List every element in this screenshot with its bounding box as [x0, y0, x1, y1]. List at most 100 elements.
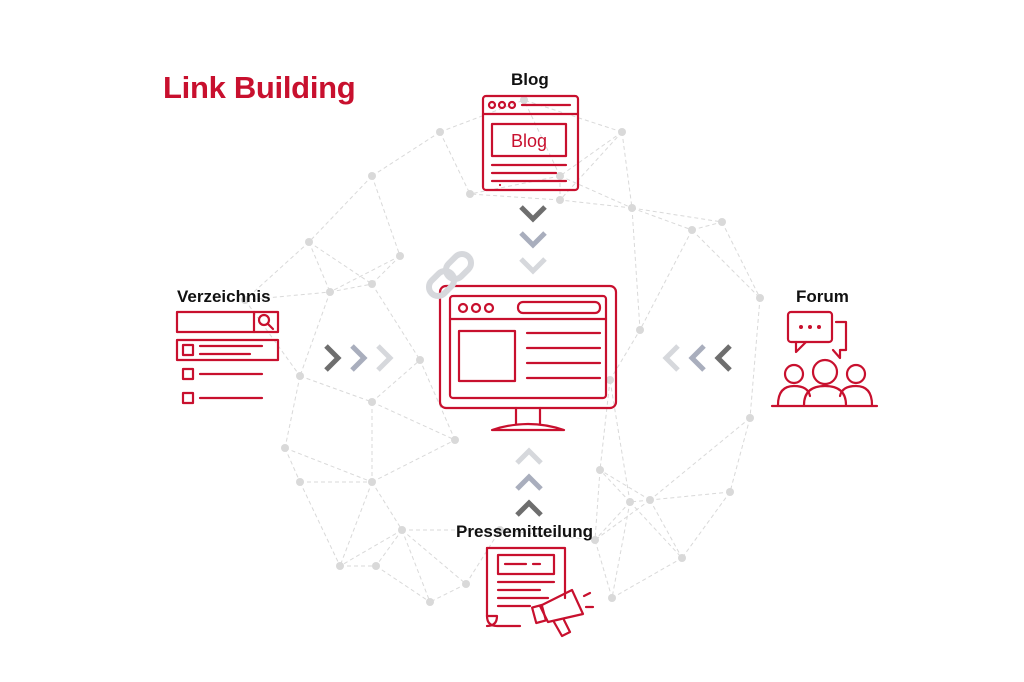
network-node	[726, 488, 734, 496]
network-node	[396, 252, 404, 260]
network-node	[426, 598, 434, 606]
network-edge	[594, 501, 631, 541]
network-node	[241, 296, 249, 304]
network-node	[466, 190, 474, 198]
network-node	[372, 562, 380, 570]
arrow-forum-to-center	[662, 344, 732, 372]
network-node	[678, 554, 686, 562]
network-edge	[559, 131, 623, 177]
network-edge	[594, 469, 601, 541]
network-edge	[329, 255, 401, 293]
network-node	[746, 414, 754, 422]
network-edge	[465, 529, 501, 585]
arrow-verzeichnis-to-center	[324, 344, 394, 372]
blog-badge-text: Blog	[511, 131, 547, 151]
network-node	[416, 356, 424, 364]
network-edge	[559, 131, 623, 201]
network-edge	[691, 229, 761, 299]
network-edge	[611, 501, 631, 599]
network-node	[336, 562, 344, 570]
network-node	[451, 436, 459, 444]
network-node	[636, 326, 644, 334]
network-node	[368, 478, 376, 486]
network-node	[496, 526, 504, 534]
network-edge	[691, 221, 723, 231]
network-edge	[729, 417, 751, 493]
network-edge	[629, 501, 683, 559]
network-edge	[559, 199, 633, 209]
network-node	[618, 128, 626, 136]
network-edge	[631, 207, 693, 231]
network-edge	[469, 193, 561, 201]
network-node	[718, 218, 726, 226]
network-edge	[299, 291, 331, 377]
arrow-blog-to-center	[519, 205, 547, 275]
network-edge	[308, 241, 373, 285]
network-edge	[594, 499, 651, 541]
network-edge	[599, 379, 611, 471]
network-node	[436, 128, 444, 136]
directory-list-icon	[175, 310, 280, 405]
blog-label: Blog	[511, 70, 549, 89]
network-edge	[639, 229, 693, 331]
network-edge	[329, 283, 373, 293]
network-edge	[439, 131, 471, 195]
network-node	[326, 288, 334, 296]
network-node	[368, 280, 376, 288]
network-node	[296, 478, 304, 486]
verzeichnis-label: Verzeichnis	[177, 287, 271, 306]
network-node	[556, 196, 564, 204]
network-edge	[339, 529, 403, 567]
network-edge	[371, 439, 456, 483]
network-edge	[371, 401, 456, 441]
network-edge	[631, 207, 723, 223]
network-edge	[371, 175, 401, 257]
network-edge	[599, 469, 651, 501]
network-edge	[749, 297, 761, 419]
network-edge	[523, 99, 561, 177]
blog-browser-icon: Blog	[481, 94, 580, 192]
network-edge	[371, 359, 421, 403]
network-edge	[631, 207, 641, 331]
network-edge	[308, 241, 331, 293]
network-node	[596, 466, 604, 474]
forum-people-icon	[770, 310, 879, 408]
network-edge	[339, 481, 373, 567]
network-edge	[469, 175, 561, 195]
network-node	[606, 376, 614, 384]
network-edge	[499, 529, 596, 541]
page-title: Link Building	[163, 70, 356, 105]
network-node	[628, 204, 636, 212]
network-edge	[375, 529, 403, 567]
network-edge	[299, 375, 373, 403]
network-edge	[649, 417, 751, 501]
network-edge	[721, 221, 761, 299]
network-node	[520, 96, 528, 104]
website-monitor-icon	[438, 284, 618, 432]
network-node	[591, 536, 599, 544]
network-edge	[308, 175, 373, 243]
network-node	[646, 496, 654, 504]
network-node	[608, 594, 616, 602]
network-edge	[244, 291, 331, 301]
network-node	[305, 238, 313, 246]
press-release-megaphone-icon	[485, 546, 595, 638]
network-edge	[284, 447, 373, 483]
network-node	[462, 580, 470, 588]
network-edge	[559, 175, 633, 209]
network-node	[281, 444, 289, 452]
network-node	[398, 526, 406, 534]
arrow-press-to-center	[515, 447, 543, 517]
network-edge	[649, 491, 731, 501]
network-node	[688, 226, 696, 234]
network-edge	[284, 447, 301, 483]
network-node	[756, 294, 764, 302]
network-edge	[401, 529, 431, 603]
network-node	[556, 172, 564, 180]
pressemitteilung-label: Pressemitteilung	[456, 522, 593, 541]
network-edge	[599, 469, 631, 503]
network-edge	[621, 131, 633, 209]
network-node	[296, 372, 304, 380]
